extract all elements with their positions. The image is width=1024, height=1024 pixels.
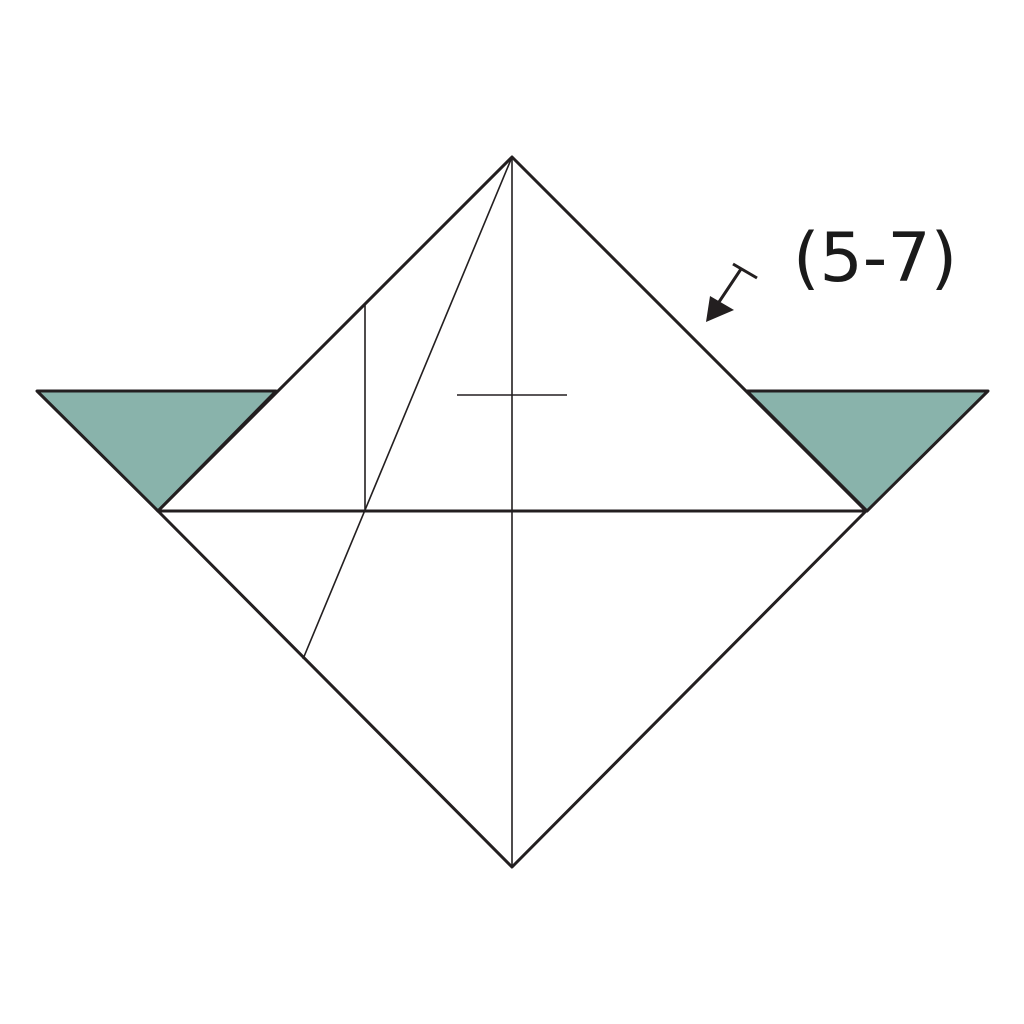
fold-behind-arrow-icon (706, 262, 758, 322)
diagonal-crease (302, 156, 513, 660)
step-reference-label: (5-7) (793, 219, 957, 298)
